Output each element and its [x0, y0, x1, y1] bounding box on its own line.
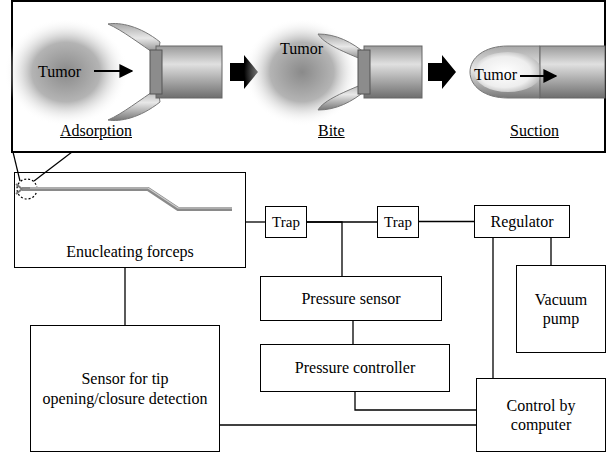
box-label: Sensor for tip opening/closure detection [35, 369, 215, 407]
box-label: Pressure sensor [301, 289, 400, 308]
process-box: Enucleating forceps [14, 172, 246, 268]
suction-illustration [470, 46, 605, 98]
box-label: Trap [272, 213, 300, 231]
connection-line [307, 222, 342, 276]
connection-line [124, 268, 125, 325]
connection-line [352, 321, 353, 344]
forceps-highlight [30, 188, 232, 208]
step-label: Suction [510, 122, 559, 140]
process-box: Trap [265, 206, 307, 238]
step-label: Adsorption [60, 122, 132, 140]
process-box: Trap [377, 206, 419, 238]
process-box: Sensor for tip opening/closure detection [30, 325, 220, 452]
process-box: Regulator [474, 205, 570, 238]
box-label: Trap [384, 213, 412, 231]
tumor-label: Tumor [38, 63, 81, 81]
step-label: Bite [318, 122, 345, 140]
box-label: Control by computer [481, 396, 601, 434]
connection-line [246, 221, 265, 222]
tumor-label: Tumor [280, 40, 323, 58]
forceps-tip [16, 184, 22, 194]
box-label: Enucleating forceps [66, 242, 194, 261]
connection-line [355, 392, 476, 410]
forceps-shaft [22, 189, 232, 209]
process-box: Vacuum pump [516, 265, 606, 353]
connection-line [220, 424, 476, 425]
process-box: Pressure controller [260, 344, 450, 392]
callout-line [34, 152, 72, 181]
adsorption-illustration [4, 18, 222, 126]
process-box: Pressure sensor [260, 276, 442, 321]
connection-line [550, 238, 551, 265]
connection-line [419, 221, 474, 222]
connection-line [492, 238, 493, 378]
box-label: Vacuum pump [521, 290, 601, 328]
process-box: Control by computer [476, 378, 606, 452]
step-arrow [428, 55, 456, 89]
box-label: Regulator [490, 212, 553, 231]
bite-illustration [244, 18, 422, 126]
box-label: Pressure controller [295, 358, 415, 377]
tumor-label: Tumor [474, 66, 517, 84]
